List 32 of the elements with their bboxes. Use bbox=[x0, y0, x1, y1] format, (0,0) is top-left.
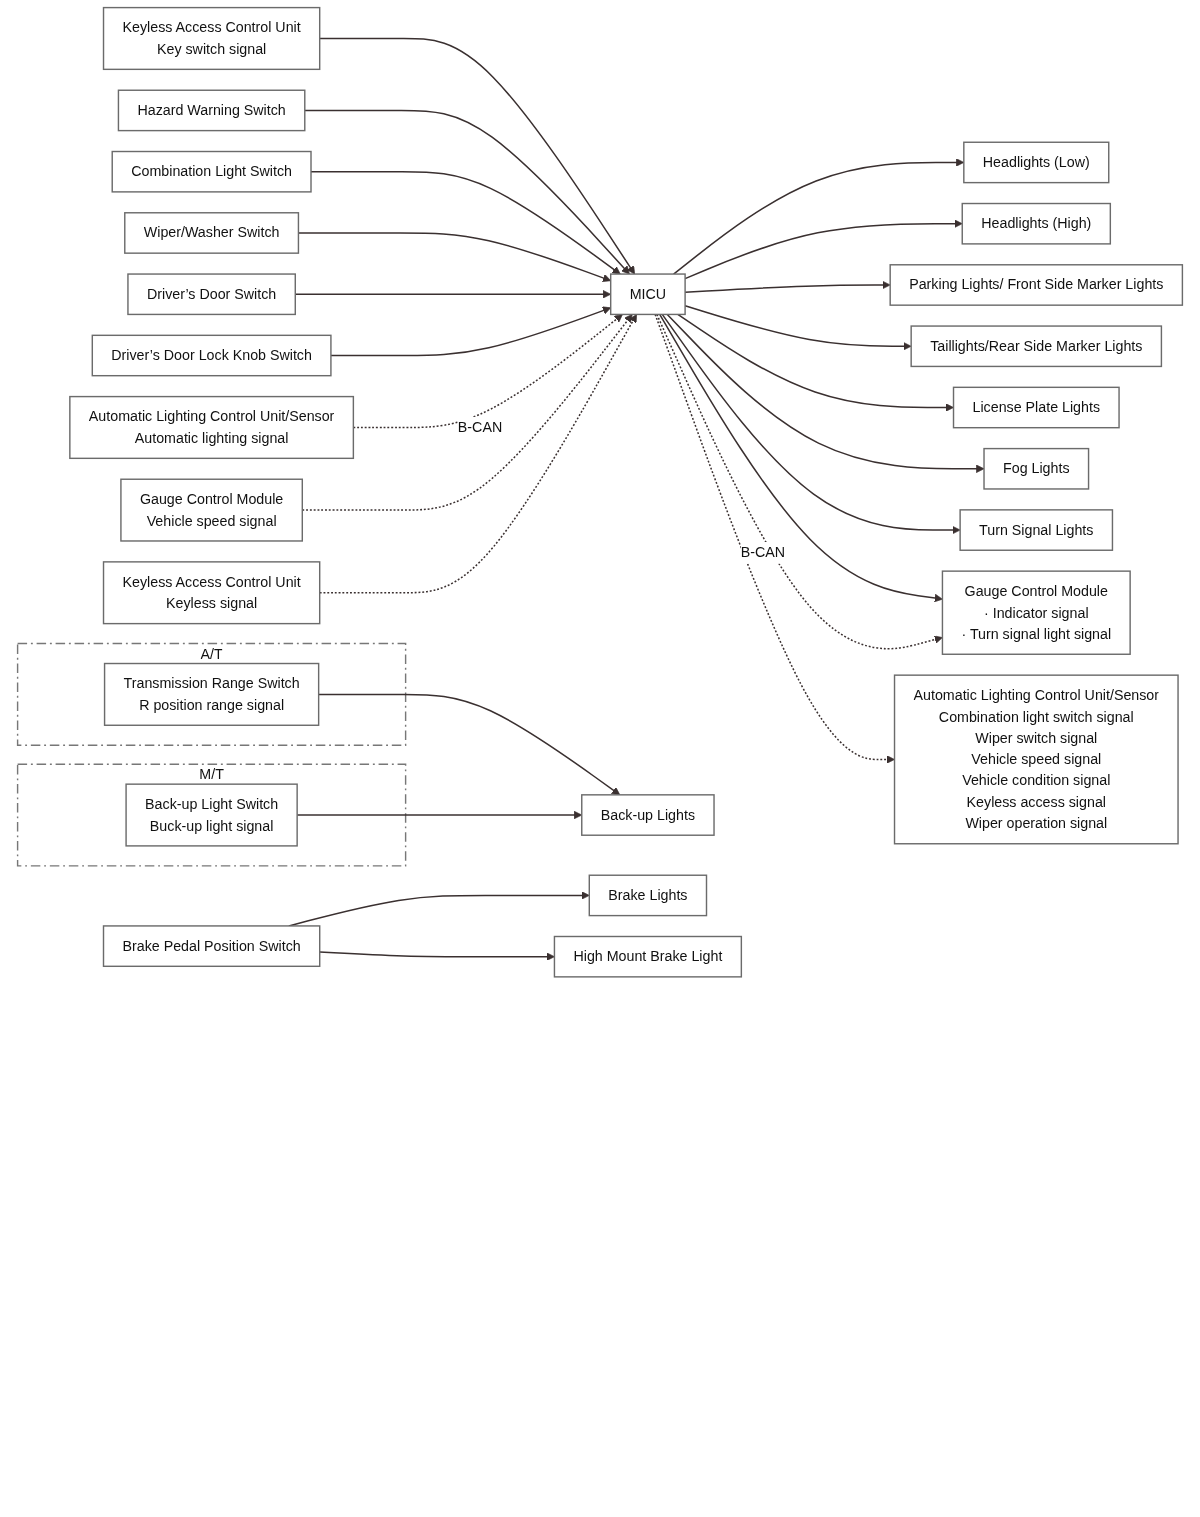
node-box: Back-up Light Switch Buck-up light signal bbox=[125, 783, 298, 847]
node-box: High Mount Brake Light bbox=[553, 935, 743, 978]
node-box: Automatic Lighting Control Unit/Sensor Automatic lighting signal bbox=[69, 395, 355, 460]
node-box: Driver’s Door Lock Knob Switch bbox=[91, 334, 332, 377]
arrow bbox=[661, 313, 961, 535]
node-box: Brake Lights bbox=[588, 874, 708, 917]
node-box: Taillights/Rear Side Marker Lights bbox=[910, 325, 1163, 368]
node-box: License Plate Lights bbox=[952, 386, 1120, 429]
node-box: Gauge Control Module Vehicle speed signal bbox=[120, 478, 303, 542]
arrow bbox=[304, 109, 630, 275]
node-box: Wiper/Washer Switch bbox=[124, 212, 300, 254]
node-box: Gauge Control Module · Indicator signal · Turn signal light signal bbox=[941, 570, 1131, 655]
node-box: Keyless Access Control Unit Key switch signal bbox=[102, 6, 321, 71]
node-box: Back-up Lights bbox=[581, 794, 715, 836]
arrow bbox=[666, 313, 985, 473]
node-box: Parking Lights/ Front Side Marker Lights bbox=[889, 264, 1184, 306]
node-box: Hazard Warning Switch bbox=[117, 89, 306, 132]
arrow bbox=[677, 313, 954, 412]
edge-label: B-CAN bbox=[740, 543, 786, 561]
node-box: Headlights (Low) bbox=[963, 141, 1110, 184]
edge-label: B-CAN bbox=[457, 418, 503, 435]
node-box: Turn Signal Lights bbox=[959, 509, 1114, 551]
node-box: Headlights (High) bbox=[961, 202, 1112, 245]
node-box: Fog Lights bbox=[983, 447, 1090, 490]
node-box: Keyless Access Control Unit Keyless signal bbox=[102, 561, 321, 625]
node-box: Combination Light Switch bbox=[111, 150, 312, 193]
node-box: Transmission Range Switch R position range signal bbox=[103, 662, 320, 726]
node-box: Brake Pedal Position Switch bbox=[102, 925, 321, 967]
node-box: MICU bbox=[610, 273, 686, 316]
arrow bbox=[654, 313, 895, 764]
node-box: Driver’s Door Switch bbox=[127, 273, 296, 316]
node-box: Automatic Lighting Control Unit/Sensor Combination light switch signal Wiper switch signal Vehicle speed signal Vehicle condition signal Keyless access signal Wiper operation signal bbox=[893, 674, 1179, 845]
